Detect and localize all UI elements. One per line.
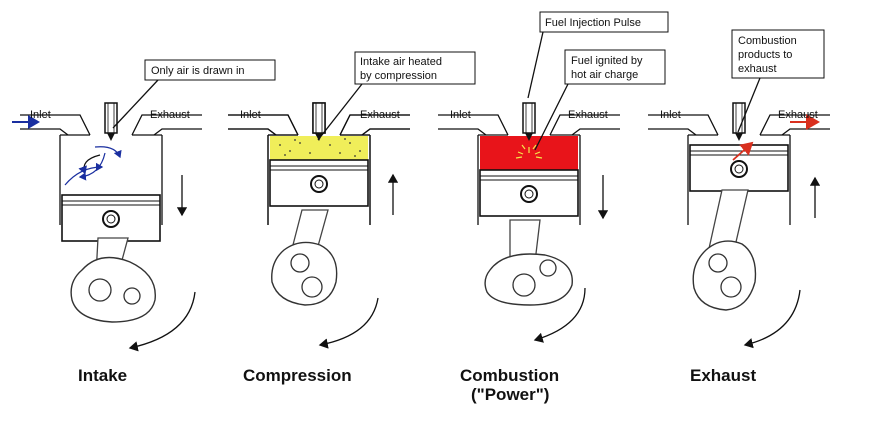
callout-text: exhaust [738, 63, 777, 75]
callout-text: by compression [360, 70, 437, 82]
exhaust-label: Exhaust [778, 109, 818, 121]
cylinder-intake [12, 102, 203, 242]
spark-burst [515, 144, 543, 159]
cylinder-exhaust [647, 102, 831, 226]
caption-combustion: Combustion [460, 366, 559, 385]
callout-text: Fuel ignited by [571, 55, 643, 67]
stage-compression: Inlet Exhaust Intake air heated by compr… [227, 51, 476, 385]
callout-box [144, 59, 276, 81]
exhaust-label: Exhaust [150, 109, 190, 121]
caption-intake: Intake [78, 366, 127, 385]
callout-box [564, 49, 666, 85]
inlet-label: Inlet [240, 109, 261, 121]
stage-combustion: Inlet Exhaust Fuel Injection Pulse Fuel … [437, 11, 669, 404]
stage-exhaust: Inlet Exhaust Combustion products to exh… [647, 29, 831, 385]
caption-combustion-line2: ("Power") [471, 385, 549, 404]
callout-text: products to [738, 49, 792, 61]
exhaust-label: Exhaust [568, 109, 608, 121]
cylinder-combustion [437, 102, 621, 226]
callout-text: Intake air heated [360, 56, 442, 68]
crank-compression [271, 209, 379, 349]
crank-combustion [484, 219, 586, 343]
exhaust-label: Exhaust [360, 109, 400, 121]
callout-box [354, 51, 476, 85]
inlet-label: Inlet [660, 109, 681, 121]
callout-text: Combustion [738, 35, 797, 47]
crank-exhaust [692, 189, 801, 349]
callout-text: hot air charge [571, 69, 638, 81]
callout-text: Fuel Injection Pulse [545, 17, 641, 29]
callout-box [731, 29, 825, 79]
swirl-arrow [78, 154, 101, 175]
callout-box [539, 11, 669, 33]
crank-intake [70, 237, 196, 352]
inlet-label: Inlet [450, 109, 471, 121]
exhaust-flow-arrow [732, 141, 754, 161]
caption-compression: Compression [243, 366, 352, 385]
stage-intake: Inlet Exhaust Only air is drawn in Intak… [12, 59, 276, 385]
inlet-label: Inlet [30, 109, 51, 121]
caption-exhaust: Exhaust [690, 366, 756, 385]
cylinder-compression [227, 102, 411, 226]
callout-text: Only air is drawn in [151, 65, 245, 77]
